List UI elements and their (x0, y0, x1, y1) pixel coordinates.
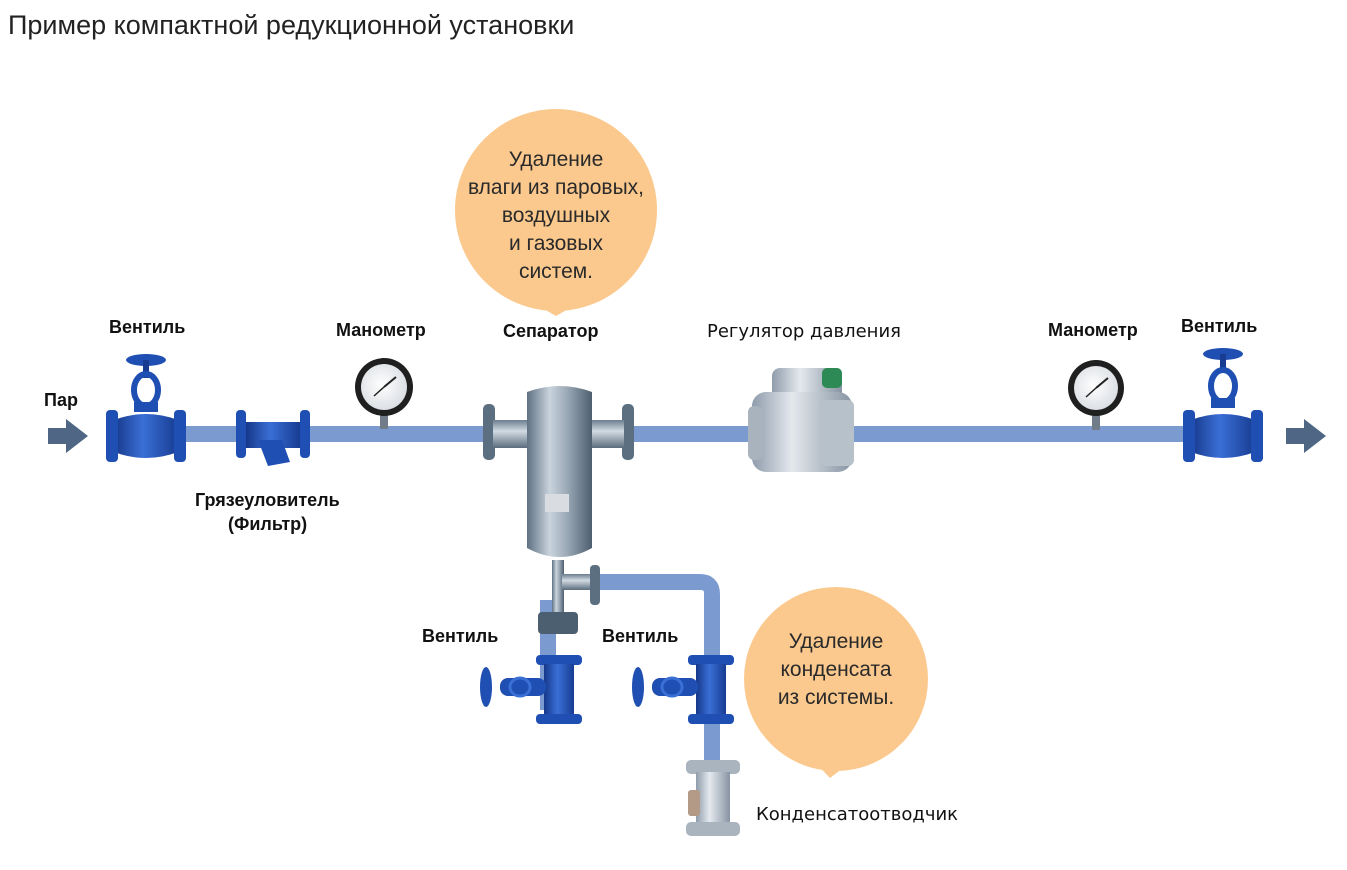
arrow-outlet-icon (1286, 419, 1326, 453)
pressure-gauge-2-icon (1068, 360, 1124, 430)
label-valve-outlet: Вентиль (1181, 316, 1258, 336)
strainer-icon (236, 410, 310, 466)
pipes (180, 426, 1190, 772)
valve-outlet-icon (1183, 348, 1263, 462)
steam-trap-icon (686, 760, 740, 836)
page-title: Пример компактной редукционной установки (8, 10, 575, 40)
callout-trap-line: из системы. (777, 686, 895, 709)
callout-trap-line: конденсата (780, 658, 892, 681)
separator-icon (483, 386, 634, 634)
label-gauge-1: Манометр (336, 320, 426, 340)
main-pipe (180, 426, 1190, 442)
label-steam-trap: Конденсатоотводчик (756, 804, 959, 825)
callout-trap-text: Удаление конденсата из системы. (756, 628, 916, 712)
inlet-label: Пар (44, 390, 78, 410)
callout-trap (744, 587, 928, 778)
label-valve-drain-left: Вентиль (422, 626, 499, 646)
callout-trap-line: Удаление (788, 630, 884, 653)
label-separator: Сепаратор (503, 321, 599, 341)
valve-drain-left-icon (480, 655, 582, 724)
pressure-regulator-icon (748, 368, 854, 472)
pressure-gauge-1-icon (355, 358, 413, 429)
drain-pipe (596, 574, 720, 772)
label-strainer-line2: (Фильтр) (228, 514, 308, 534)
callout-separator-line: Удаление (508, 148, 604, 171)
label-valve-inlet: Вентиль (109, 317, 186, 337)
callout-separator-line: влаги из паровых, (467, 176, 645, 199)
label-pressure-regulator: Регулятор давления (707, 321, 901, 342)
valve-drain-right-icon (632, 655, 734, 724)
label-gauge-2: Манометр (1048, 320, 1138, 340)
callout-separator-line: систем. (518, 260, 594, 283)
callout-separator (455, 109, 657, 316)
callout-separator-text: Удаление влаги из паровых, воздушных и г… (456, 146, 656, 286)
arrow-inlet-icon (48, 419, 88, 453)
valve-inlet-icon (106, 354, 186, 462)
label-strainer-line1: Грязеуловитель (195, 490, 340, 510)
callout-separator-line: и газовых (508, 232, 604, 255)
label-valve-drain-right: Вентиль (602, 626, 679, 646)
callout-separator-line: воздушных (501, 204, 611, 227)
